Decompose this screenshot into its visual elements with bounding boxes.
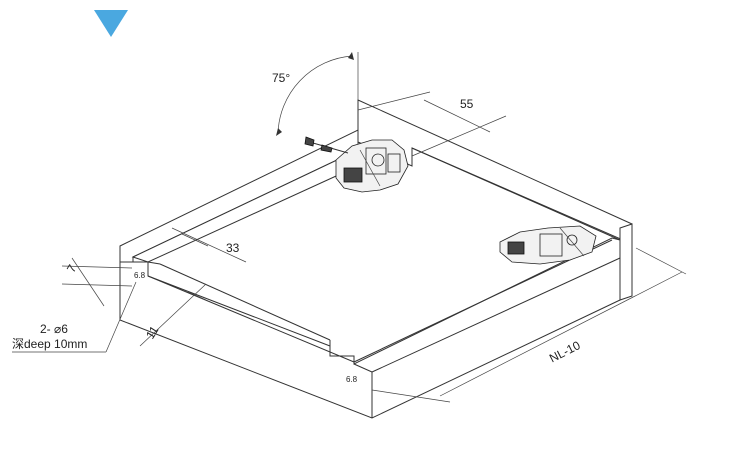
dimension-55: 55 <box>357 91 507 157</box>
back-panel <box>357 99 633 301</box>
depth-spec-label: 深deep 10mm <box>12 337 87 351</box>
screw-icon <box>304 136 349 154</box>
hole-mark-left-label: 6.8 <box>134 271 146 280</box>
triangle-marker-icon <box>94 10 128 37</box>
dimension-7-label: 7 <box>64 262 80 275</box>
front-hinge-mechanism <box>499 225 597 265</box>
front-panel <box>119 237 621 419</box>
nl10-label: NL-10 <box>547 338 583 365</box>
hole-spec-note: 2- ⌀6 深deep 10mm 6.8 <box>12 271 146 353</box>
angle-label: 75° <box>272 71 290 85</box>
dimension-33: 33 <box>171 227 247 263</box>
angle-dimension: 75° <box>272 52 359 136</box>
rear-hinge-mechanism <box>335 139 409 193</box>
dimension-33-label: 33 <box>226 241 240 255</box>
hole-spec-label: 2- ⌀6 <box>40 322 68 336</box>
dimension-55-label: 55 <box>460 97 474 111</box>
hole-mark-front-label: 6.8 <box>346 375 358 384</box>
